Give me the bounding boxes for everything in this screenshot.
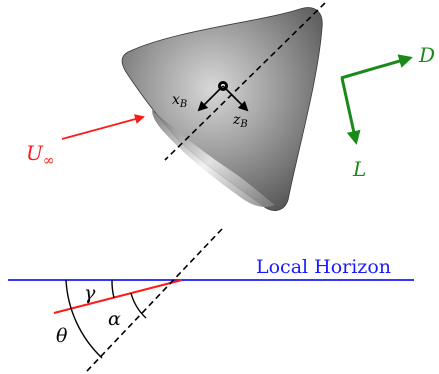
drag-label: D bbox=[418, 43, 435, 67]
alpha-arc bbox=[130, 292, 147, 319]
body-axis-line bbox=[164, 2, 326, 161]
lift-label: L bbox=[352, 157, 366, 181]
gamma-arc bbox=[111, 279, 115, 299]
z-body-label: zB bbox=[232, 112, 248, 130]
theta-label: θ bbox=[56, 325, 68, 347]
angle-diagram: Local Horizon γ α θ bbox=[8, 228, 414, 373]
freestream-label: U∞ bbox=[26, 141, 55, 169]
theta-arc bbox=[65, 279, 103, 359]
body-axis-dashed bbox=[85, 228, 223, 373]
aero-axes: D L bbox=[340, 43, 435, 181]
gamma-label: γ bbox=[84, 282, 96, 304]
lift-arrow bbox=[340, 77, 361, 145]
cone-body bbox=[121, 7, 323, 211]
z-body-arrow bbox=[222, 85, 249, 112]
drag-arrow bbox=[340, 54, 413, 80]
x-body-label: xB bbox=[172, 92, 187, 110]
x-body-arrow bbox=[197, 85, 224, 112]
freestream-arrow bbox=[61, 114, 145, 140]
vehicle-cone bbox=[121, 7, 323, 211]
cone-heatshield bbox=[152, 110, 275, 207]
local-horizon-label: Local Horizon bbox=[256, 256, 391, 278]
alpha-label: α bbox=[108, 308, 121, 330]
velocity-line bbox=[53, 279, 183, 314]
